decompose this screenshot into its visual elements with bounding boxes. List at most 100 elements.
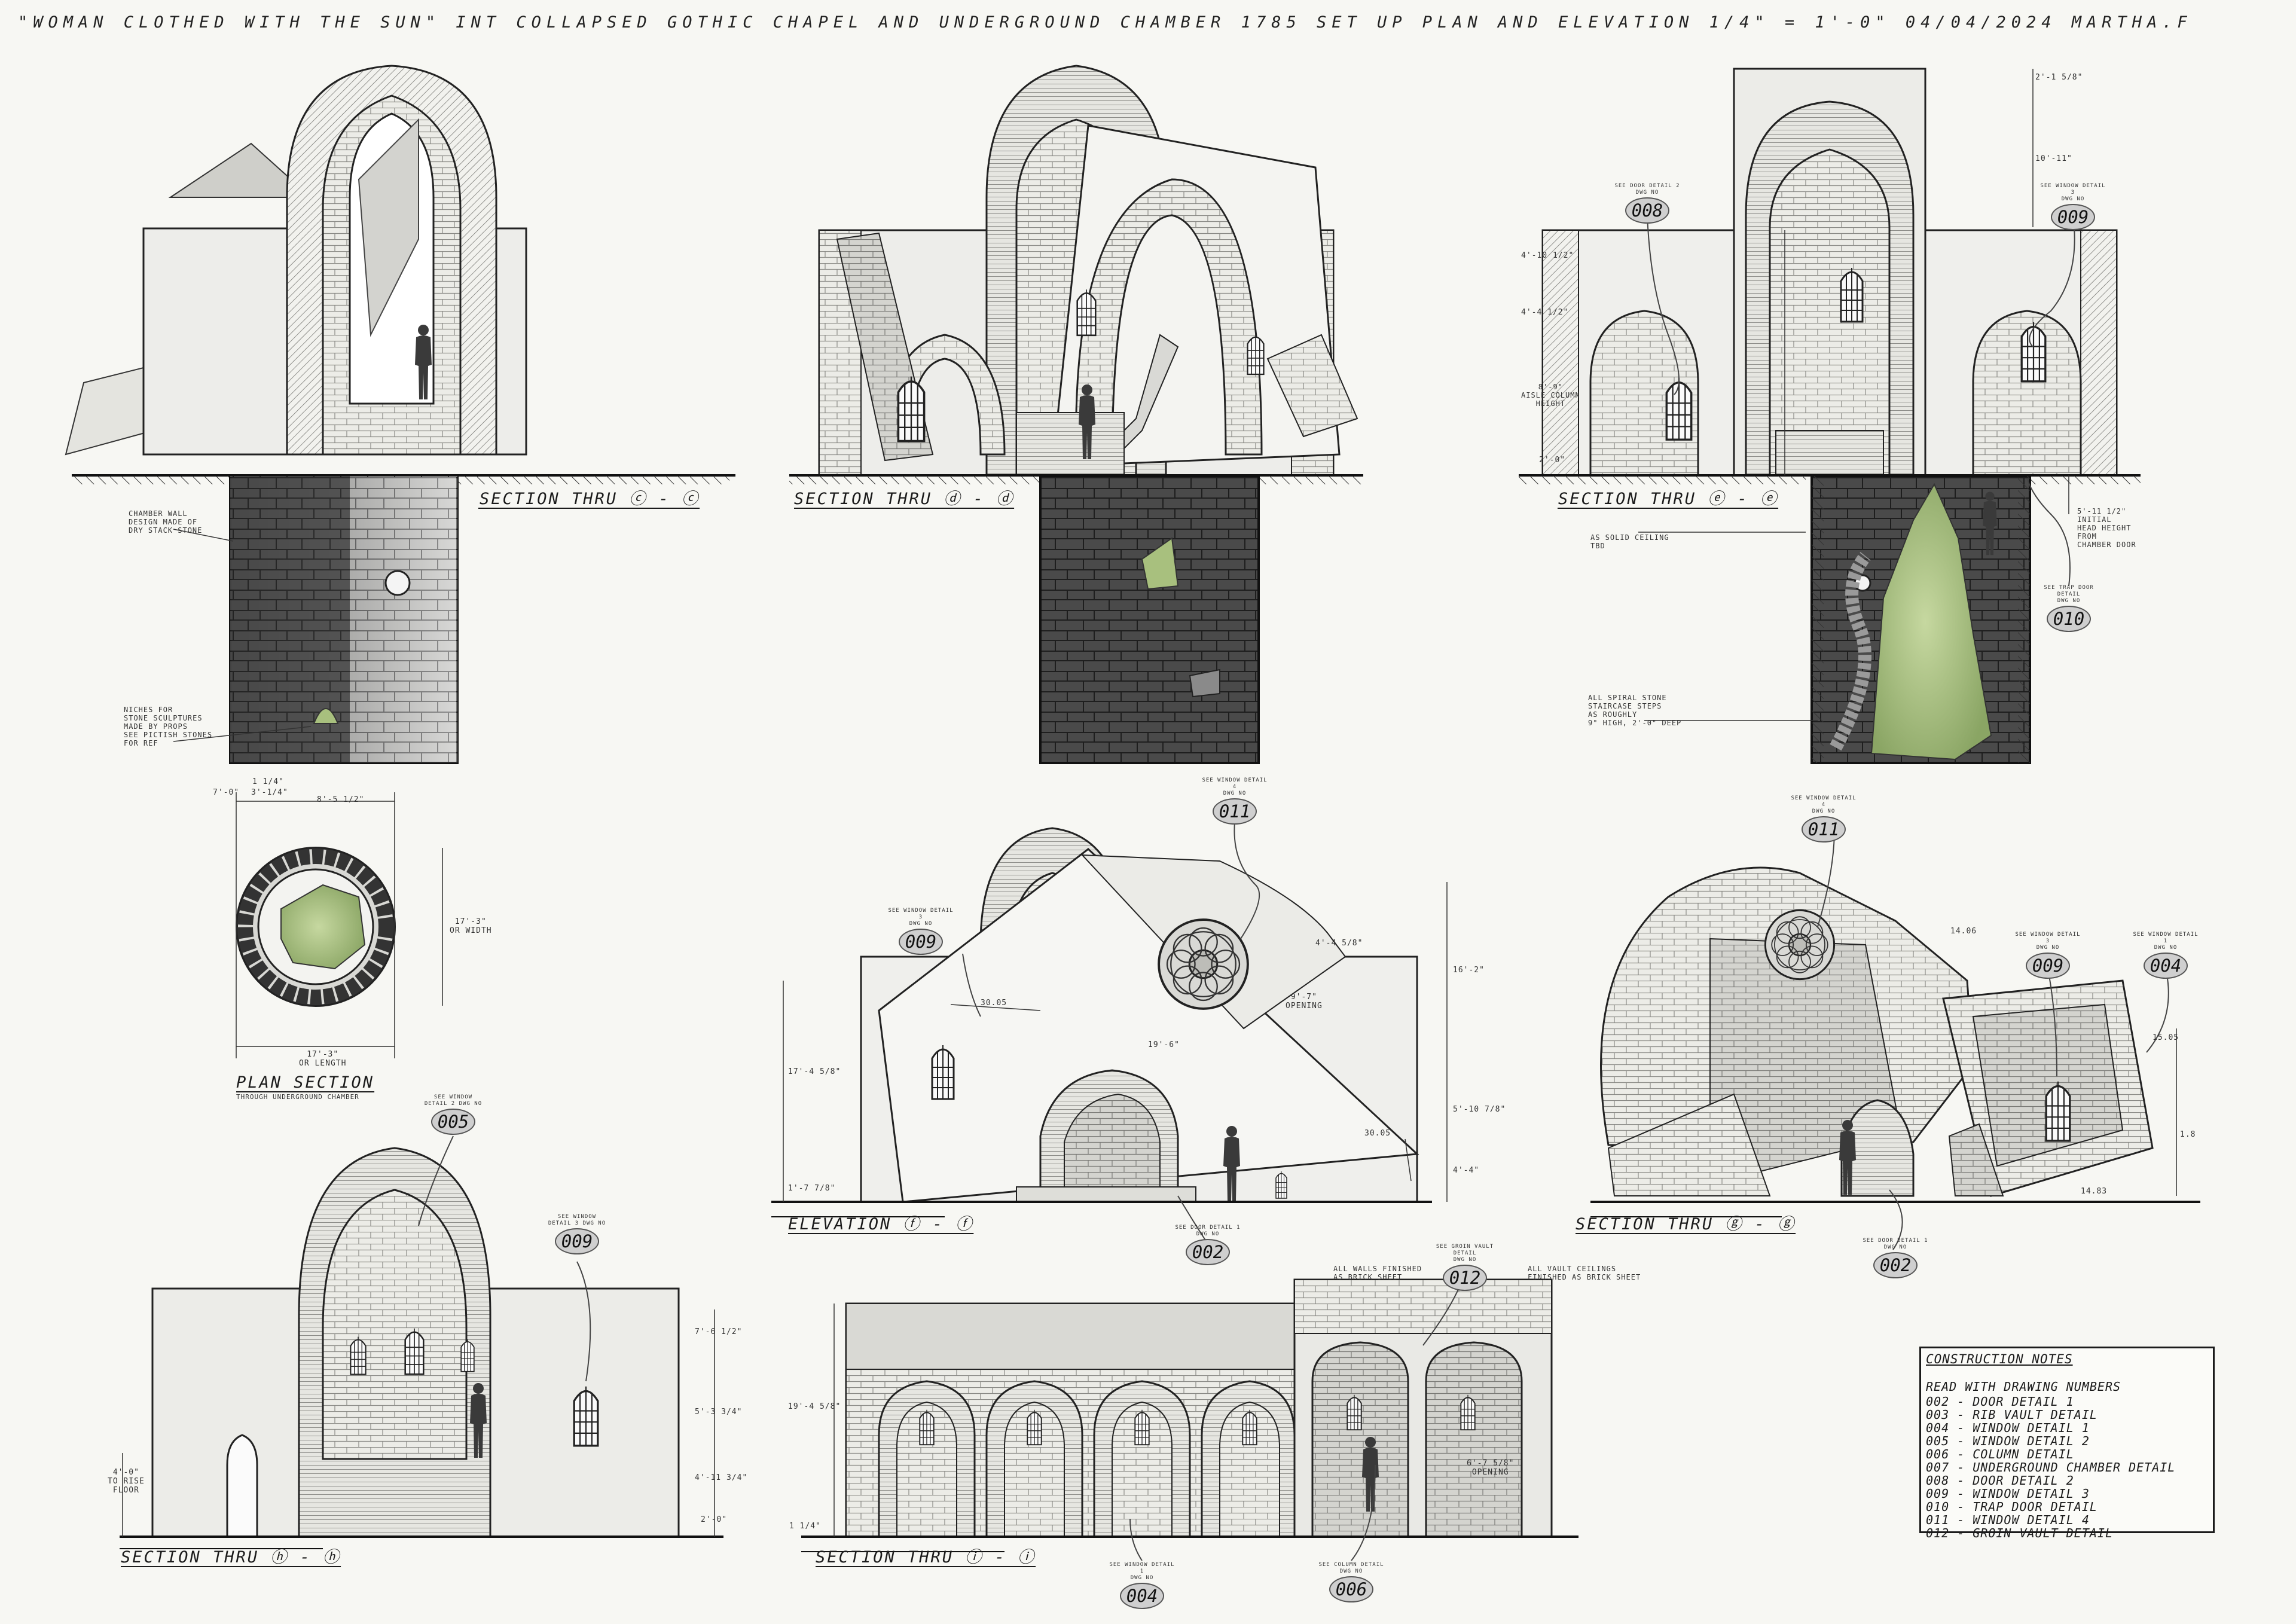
- view-label-section-ii: SECTION THRU ⓘ - ⓘ: [816, 1548, 1036, 1567]
- view-section-hh: [120, 1147, 723, 1549]
- dim-ff-b: 19'-6": [1148, 1040, 1180, 1049]
- callout-bubble[interactable]: SEE WINDOW DETAIL 4 DWG NO 011: [1199, 777, 1271, 825]
- callout-number: 009: [555, 1228, 599, 1254]
- view-label-plan-section: PLAN SECTION: [236, 1073, 375, 1092]
- callout-ref: SEE WINDOW DETAIL 3 DWG NO: [2040, 183, 2106, 202]
- callout-number: 011: [1802, 816, 1846, 842]
- dim-ff-g: 1'-7 7/8": [788, 1184, 836, 1193]
- dim-ff-opening: 9'-7" OPENING: [1286, 993, 1323, 1011]
- callout-bubble[interactable]: SEE WINDOW DETAIL 1 DWG NO 004: [1106, 1562, 1178, 1609]
- construction-note-item: 004 - WINDOW DETAIL 1: [1926, 1421, 2090, 1435]
- callout-ref: SEE WINDOW DETAIL 4 DWG NO: [1791, 795, 1857, 814]
- note-vault-ceilings: ALL VAULT CEILINGS FINISHED AS BRICK SHE…: [1528, 1265, 1641, 1281]
- sheet-title: "WOMAN CLOTHED WITH THE SUN" INT COLLAPS…: [18, 13, 2193, 32]
- callout-ref: SEE WINDOW DETAIL 1 DWG NO: [2133, 932, 2199, 951]
- dim-ee-b: 4'-4 1/2": [1521, 308, 1569, 317]
- note-niches: NICHES FOR STONE SCULPTURES MADE BY PROP…: [124, 706, 213, 747]
- dim-plan-d: 8'-5 1/2": [317, 795, 365, 804]
- dim-ff-d: 30.05: [1364, 1129, 1391, 1138]
- callout-bubble[interactable]: SEE GROIN VAULT DETAIL DWG NO 012: [1429, 1244, 1501, 1291]
- dim-hh-floor: 4'-0" TO RISE FLOOR: [108, 1468, 145, 1495]
- construction-note-item: 006 - COLUMN DETAIL: [1926, 1447, 2074, 1461]
- callout-bubble[interactable]: SEE DOOR DETAIL 1 DWG NO 002: [1172, 1225, 1244, 1265]
- callout-bubble[interactable]: SEE WINDOW DETAIL 4 DWG NO 011: [1788, 795, 1860, 842]
- callout-bubble[interactable]: SEE DOOR DETAIL 2 DWG NO 008: [1611, 183, 1683, 224]
- dim-gg-c: 1.8: [2180, 1130, 2196, 1139]
- dim-gg-b: 15.05: [2152, 1033, 2179, 1042]
- callout-ref: SEE DOOR DETAIL 1 DWG NO: [1863, 1238, 1928, 1250]
- callout-number: 006: [1329, 1576, 1373, 1602]
- view-section-cc: [65, 65, 735, 764]
- dim-ii-a: 19'-4 5/8": [788, 1402, 841, 1411]
- callout-ref: SEE DOOR DETAIL 1 DWG NO: [1175, 1225, 1241, 1237]
- callout-number: 011: [1213, 798, 1257, 825]
- dim-hh-b: 5'-3 3/4": [695, 1408, 743, 1417]
- callout-number: 005: [431, 1109, 475, 1135]
- construction-note-item: 008 - DOOR DETAIL 2: [1926, 1473, 2074, 1488]
- callout-ref: SEE TRAP DOOR DETAIL DWG NO: [2044, 585, 2094, 604]
- dim-plan-b: 7'-0": [213, 788, 240, 797]
- callout-bubble[interactable]: SEE DOOR DETAIL 1 DWG NO 002: [1860, 1238, 1931, 1278]
- callout-bubble[interactable]: SEE WINDOW DETAIL 1 DWG NO 004: [2130, 932, 2202, 979]
- callout-ref: SEE WINDOW DETAIL 3 DWG NO: [2015, 932, 2081, 951]
- construction-note-item: 003 - RIB VAULT DETAIL: [1926, 1408, 2097, 1422]
- view-section-dd: [789, 65, 1363, 764]
- view-section-ii: [801, 1278, 1578, 1552]
- construction-notes-title: CONSTRUCTION NOTES: [1926, 1352, 2073, 1366]
- view-section-gg: [1590, 866, 2200, 1217]
- dim-hh-a: 7'-6 1/2": [695, 1327, 743, 1336]
- view-label-section-gg: SECTION THRU ⓖ - ⓖ: [1576, 1215, 1796, 1234]
- callout-ref: SEE WINDOW DETAIL 2 DWG NO: [424, 1094, 483, 1107]
- callout-bubble[interactable]: SEE WINDOW DETAIL 3 DWG NO 009: [885, 908, 957, 955]
- dim-gg-a: 14.06: [1950, 927, 1977, 936]
- dim-ii-c: 1 1/4": [789, 1522, 821, 1531]
- callout-ref: SEE COLUMN DETAIL DWG NO: [1318, 1562, 1384, 1574]
- construction-note-item: 009 - WINDOW DETAIL 3: [1926, 1486, 2090, 1501]
- callout-bubble[interactable]: SEE TRAP DOOR DETAIL DWG NO 010: [2033, 585, 2105, 632]
- construction-note-item: 002 - DOOR DETAIL 1: [1926, 1394, 2074, 1409]
- callout-number: 009: [899, 929, 943, 955]
- dim-ff-f: 4'-4": [1453, 1166, 1480, 1175]
- callout-number: 009: [2026, 953, 2070, 979]
- callout-number: 004: [2144, 953, 2188, 979]
- dim-plan-length: 17'-3" OR LENGTH: [299, 1050, 347, 1068]
- callout-number: 004: [1120, 1583, 1164, 1609]
- dim-hh-c: 4'-11 3/4": [695, 1473, 748, 1482]
- callout-ref: SEE GROIN VAULT DETAIL DWG NO: [1436, 1244, 1494, 1263]
- construction-note-item: 012 - GROIN VAULT DETAIL: [1926, 1526, 2113, 1540]
- dim-plan-c: 3'-1/4": [251, 788, 288, 797]
- dim-ff-a: 30.05: [981, 999, 1007, 1008]
- note-aisle-column-height: 8'-9" AISLE COLUMN HEIGHT: [1521, 383, 1580, 408]
- callout-number: 008: [1625, 197, 1669, 224]
- dim-hh-d: 2'-0": [701, 1515, 728, 1524]
- note-spiral-stairs: ALL SPIRAL STONE STAIRCASE STEPS AS ROUG…: [1588, 694, 1682, 727]
- callout-ref: SEE WINDOW DETAIL 3 DWG NO: [888, 908, 954, 927]
- dim-ii-b: 6'-7 5/8" OPENING: [1467, 1459, 1515, 1477]
- callout-ref: SEE DOOR DETAIL 2 DWG NO: [1614, 183, 1680, 196]
- view-label-section-dd: SECTION THRU ⓓ - ⓓ: [794, 490, 1015, 508]
- callout-bubble[interactable]: SEE COLUMN DETAIL DWG NO 006: [1315, 1562, 1387, 1602]
- view-section-ee: [1519, 68, 2141, 764]
- note-chamber-wall: CHAMBER WALL DESIGN MADE OF DRY STACK ST…: [129, 509, 203, 535]
- view-label-section-ee: SECTION THRU ⓔ - ⓔ: [1558, 490, 1779, 508]
- callout-number: 012: [1443, 1265, 1487, 1291]
- construction-note-item: 005 - WINDOW DETAIL 2: [1926, 1434, 2090, 1448]
- callout-bubble[interactable]: SEE WINDOW DETAIL 3 DWG NO 009: [2037, 183, 2109, 230]
- view-label-section-cc: SECTION THRU ⓒ - ⓒ: [480, 490, 700, 508]
- view-elevation-ff: [771, 827, 1448, 1217]
- callout-number: 002: [1186, 1239, 1230, 1265]
- construction-note-item: 007 - UNDERGROUND CHAMBER DETAIL: [1926, 1460, 2176, 1475]
- dim-ee-a: 4'-10 1/2": [1521, 251, 1574, 260]
- dim-ff-left: 17'-4 5/8": [788, 1067, 841, 1076]
- callout-number: 009: [2051, 204, 2095, 230]
- callout-bubble[interactable]: SEE WINDOW DETAIL 2 DWG NO 005: [417, 1094, 489, 1135]
- plan-section-subtitle: THROUGH UNDERGROUND CHAMBER: [236, 1093, 359, 1101]
- note-initial-head-height: 5'-11 1/2" INITIAL HEAD HEIGHT FROM CHAM…: [2077, 507, 2136, 549]
- dim-ff-e: 5'-10 7/8": [1453, 1105, 1506, 1114]
- construction-note-item: 010 - TRAP DOOR DETAIL: [1926, 1500, 2097, 1514]
- view-label-elevation-ff: ELEVATION ⓕ - ⓕ: [788, 1215, 974, 1234]
- callout-bubble[interactable]: SEE WINDOW DETAIL 3 DWG NO 009: [2012, 932, 2084, 979]
- callout-bubble[interactable]: SEE WINDOW DETAIL 3 DWG NO 009: [541, 1214, 613, 1254]
